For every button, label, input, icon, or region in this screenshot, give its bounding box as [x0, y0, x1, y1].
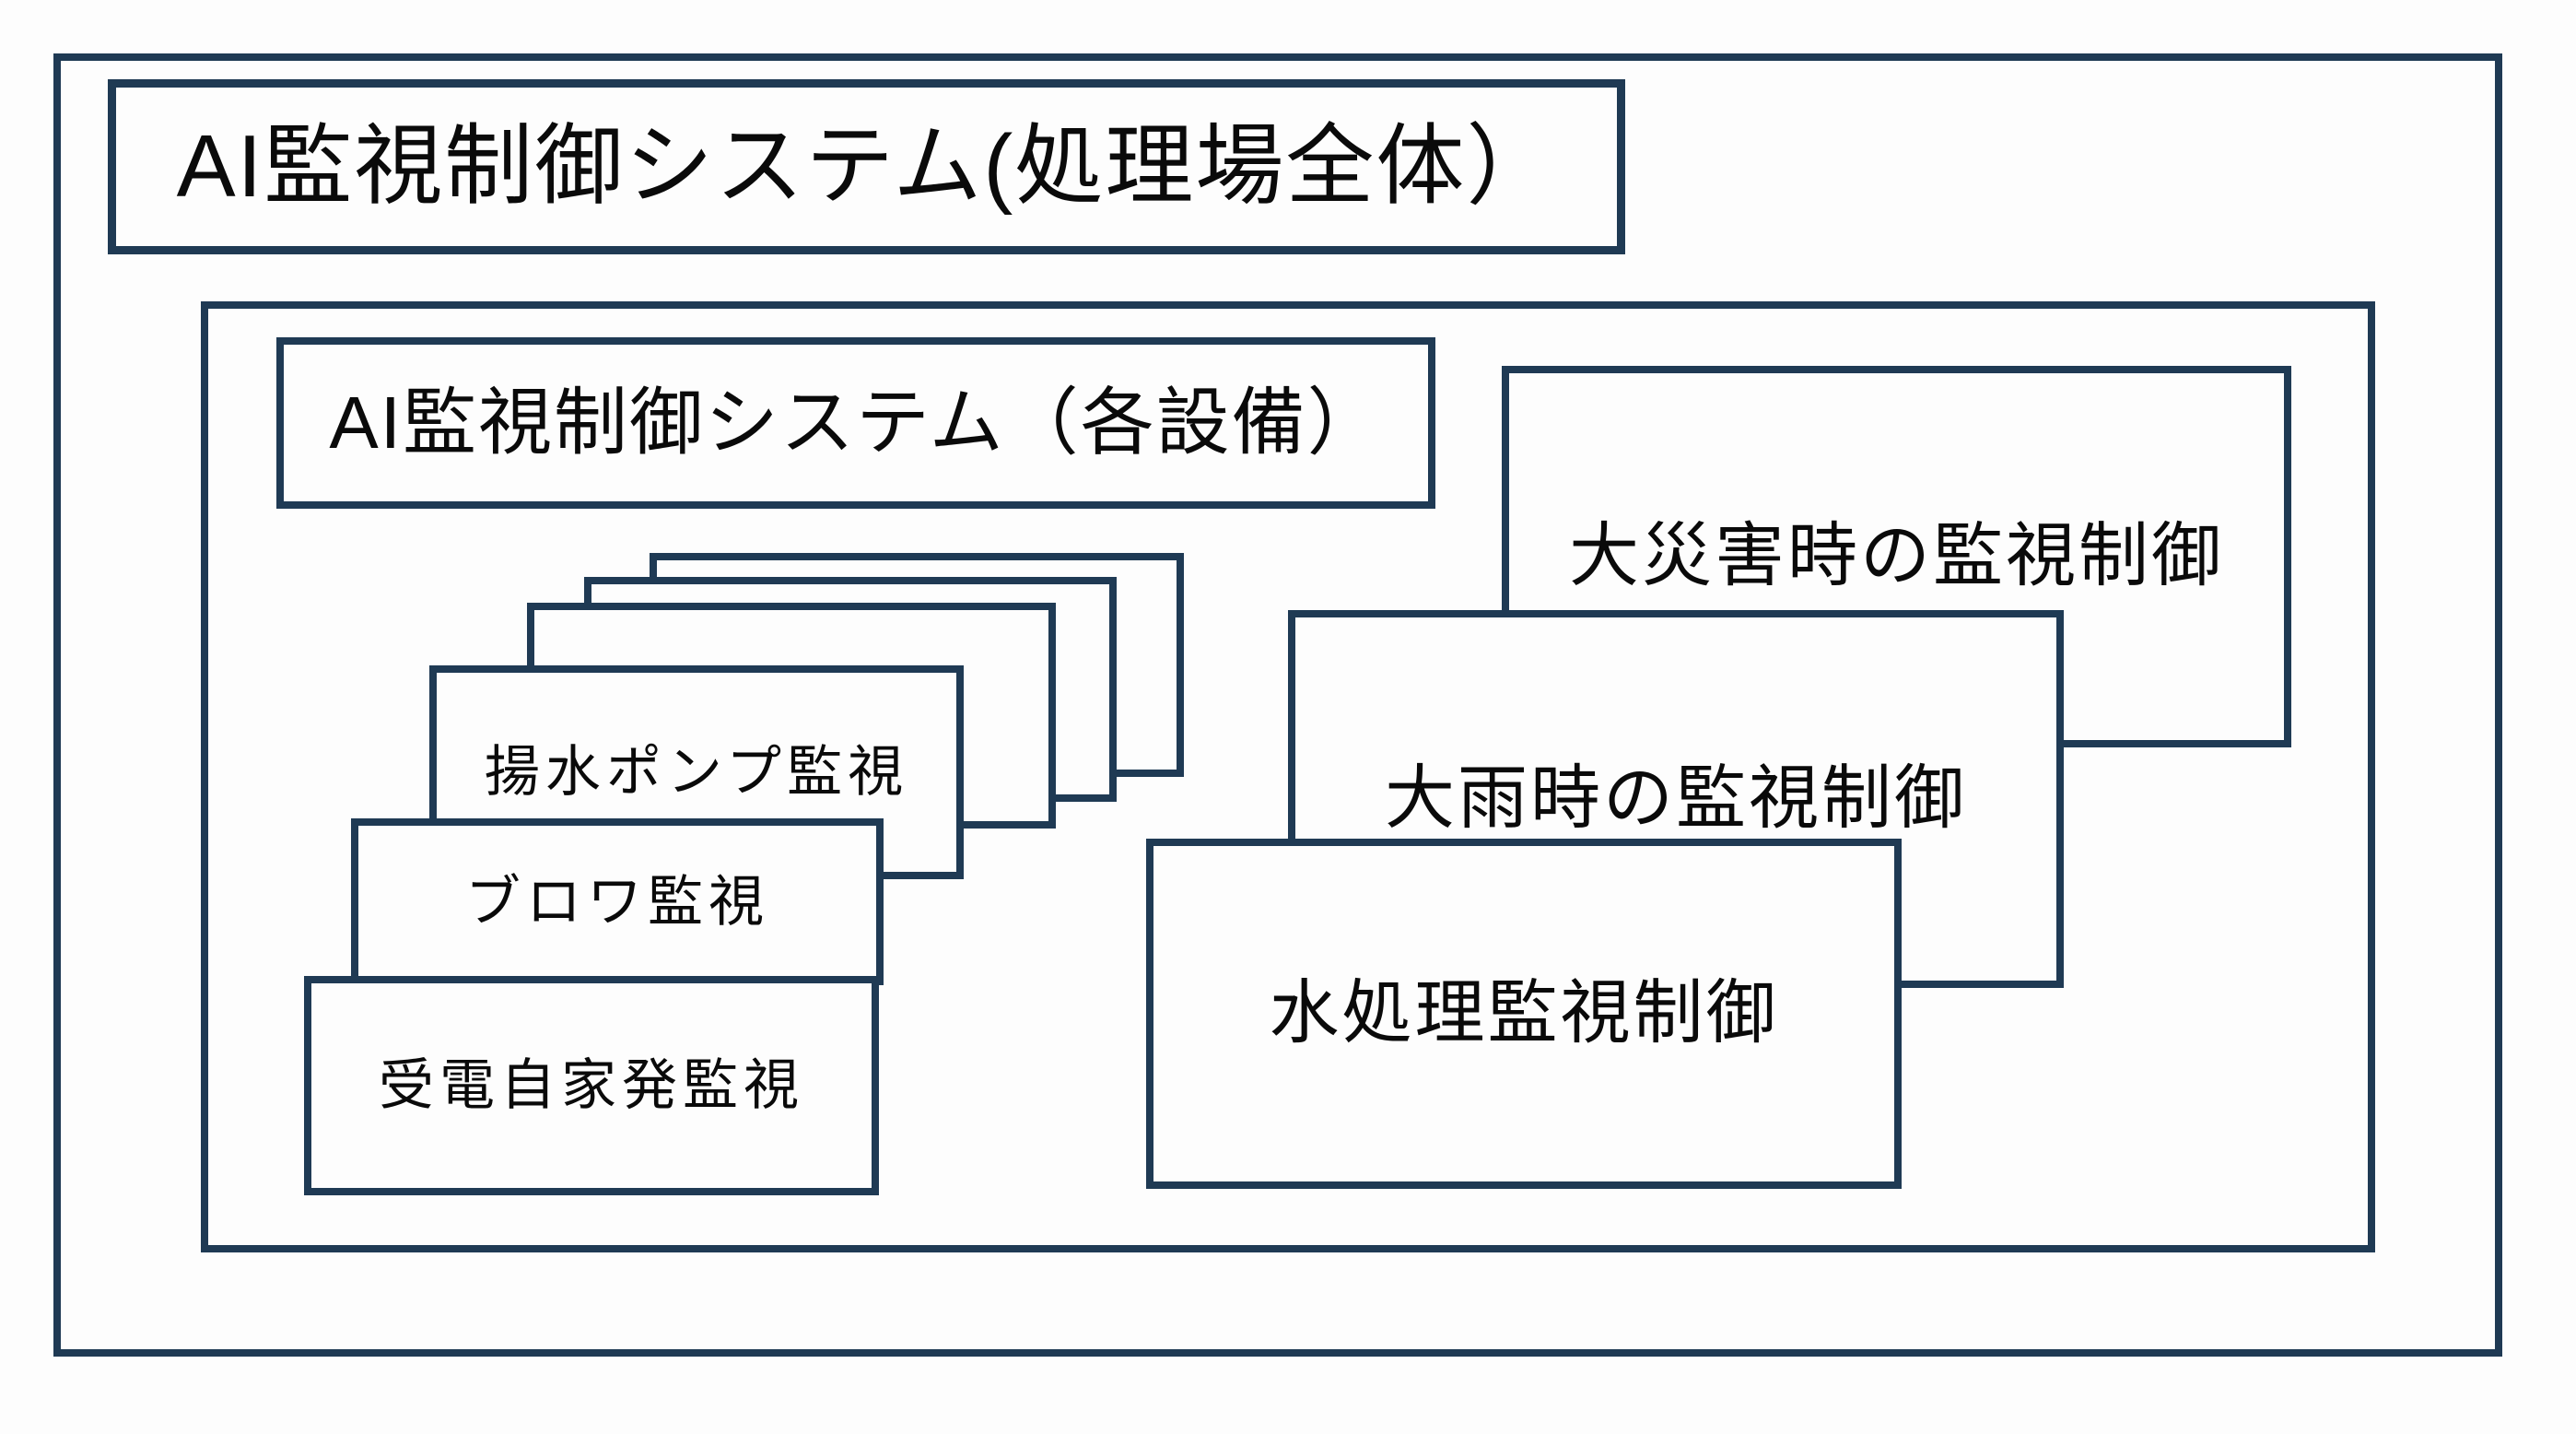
- mode-box-water-treatment-control: 水処理監視制御: [1146, 839, 1902, 1189]
- mode-box-disaster-control-label: 大災害時の監視制御: [1569, 517, 2224, 596]
- mode-box-water-treatment-control-label: 水処理監視制御: [1269, 974, 1779, 1053]
- inner-system-title: AI監視制御システム（各設備）: [329, 382, 1383, 464]
- equipment-box-blower-monitoring-label: ブロワ監視: [465, 870, 769, 933]
- equipment-box-power-monitoring-label: 受電自家発監視: [379, 1054, 804, 1116]
- mode-box-heavy-rain-control-label: 大雨時の監視制御: [1385, 759, 1967, 839]
- equipment-box-blower-monitoring: ブロワ監視: [351, 818, 884, 985]
- outer-system-title: AI監視制御システム(処理場全体）: [176, 117, 1557, 217]
- equipment-box-pump-monitoring-label: 揚水ポンプ監視: [484, 741, 909, 803]
- equipment-box-power-monitoring: 受電自家発監視: [304, 976, 879, 1195]
- outer-system-title-box: AI監視制御システム(処理場全体）: [108, 79, 1625, 254]
- inner-system-title-box: AI監視制御システム（各設備）: [276, 337, 1435, 509]
